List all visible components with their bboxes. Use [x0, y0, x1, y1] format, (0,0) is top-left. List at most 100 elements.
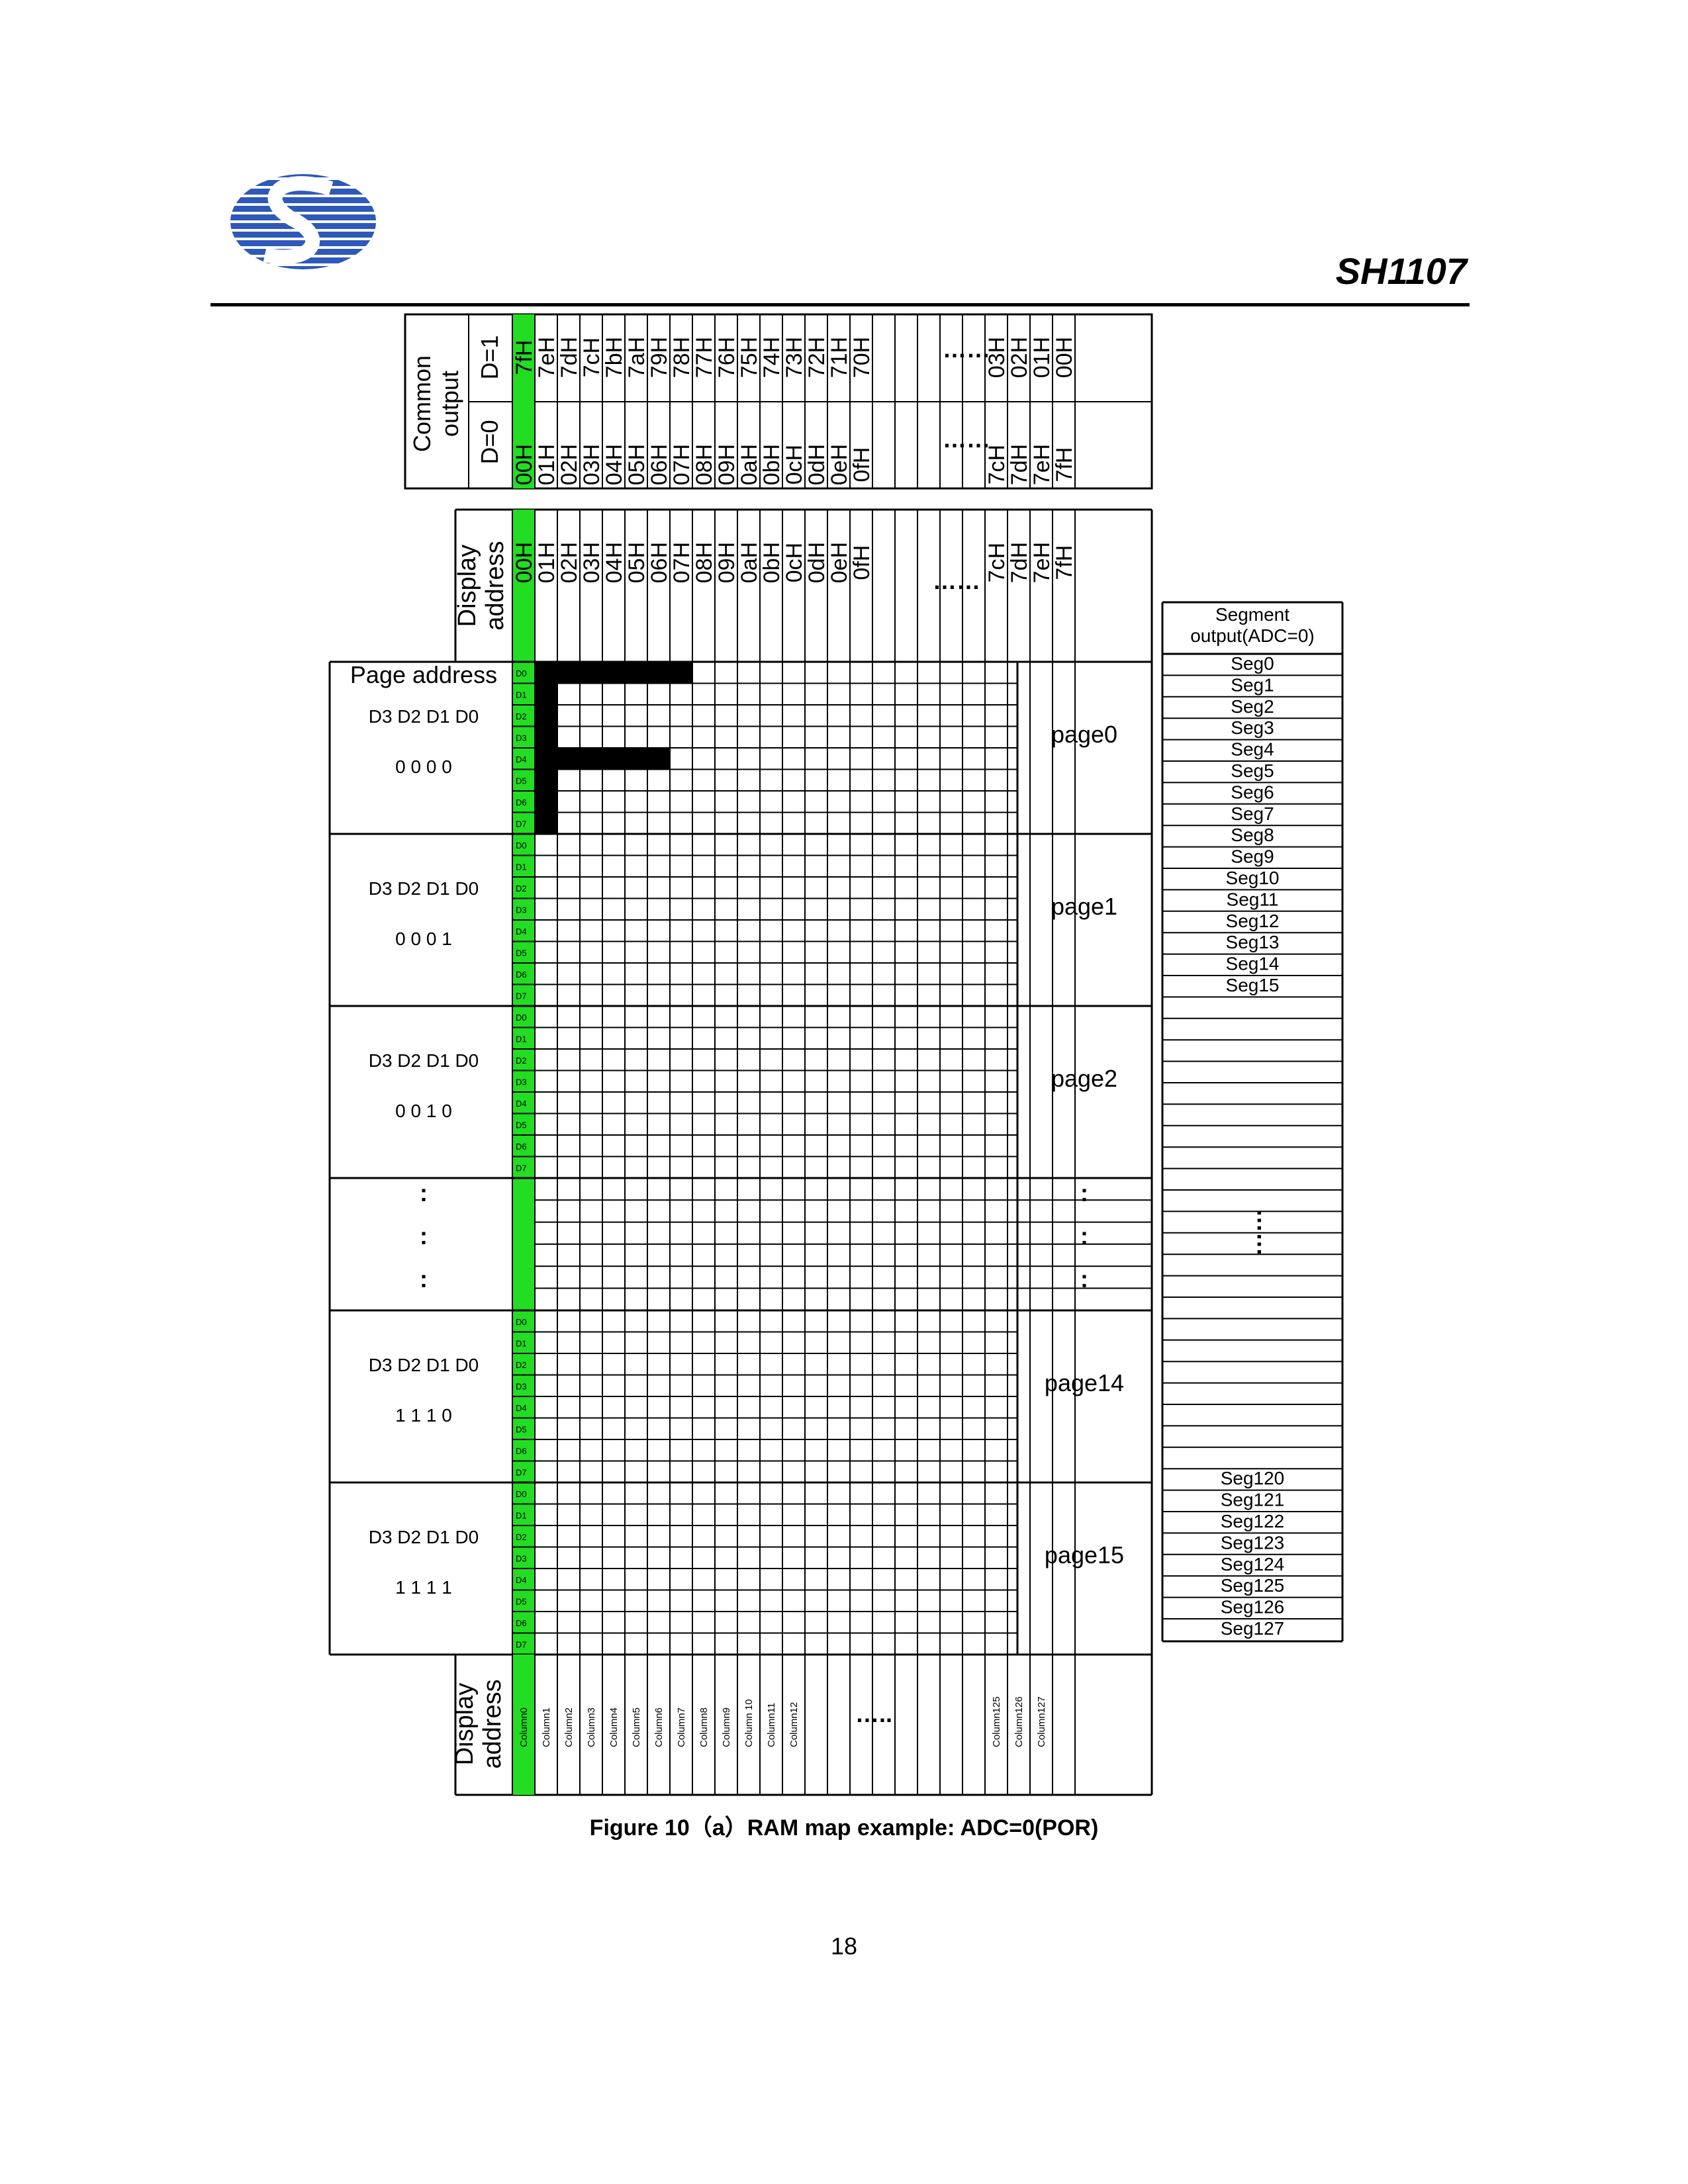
- display-address-label-line1: Display: [453, 545, 481, 627]
- bottom-address-highlight-column: [512, 1655, 535, 1795]
- bottom-address-ellipsis: …..: [855, 1700, 892, 1727]
- segment-label: Seg1: [1231, 674, 1274, 695]
- display-address-label-line2: address: [481, 541, 509, 630]
- page-bits-header: D3 D2 D1 D0: [369, 1050, 479, 1071]
- common-output-d1-value: 00H: [1052, 337, 1077, 378]
- bit-label: D7: [516, 991, 527, 1001]
- bit-label: D1: [516, 690, 527, 700]
- segment-label: Seg120: [1221, 1468, 1285, 1488]
- common-output-d1-value: 02H: [1007, 337, 1032, 378]
- common-output-d0-label: D=0: [476, 420, 503, 464]
- page-bits-value: 0 0 1 0: [395, 1101, 452, 1121]
- common-output-d0-value: 0aH: [737, 444, 762, 485]
- common-output-d0-value: 7eH: [1029, 444, 1055, 485]
- bit-label: D2: [516, 1360, 527, 1370]
- column-label: Column127: [1036, 1696, 1047, 1747]
- common-output-d1-value: 03H: [984, 337, 1009, 378]
- bit-label: D2: [516, 1056, 527, 1066]
- segment-label: Seg126: [1221, 1597, 1285, 1617]
- segment-header-line1: Segment: [1215, 604, 1289, 625]
- bit-label: D6: [516, 1618, 527, 1628]
- bit-label: D0: [516, 1489, 527, 1499]
- segment-label: Seg122: [1221, 1511, 1285, 1531]
- common-output-d0-value: 7cH: [984, 445, 1009, 484]
- column-label: Column3: [586, 1707, 597, 1747]
- bit-label: D3: [516, 905, 527, 915]
- display-address-value: 04H: [602, 542, 627, 583]
- bit-label: D6: [516, 970, 527, 979]
- bit-label: D3: [516, 733, 527, 743]
- bit-label: D5: [516, 1120, 527, 1130]
- display-address-value: 01H: [534, 542, 559, 583]
- common-output-d0-value: 04H: [602, 444, 627, 485]
- common-output-d1-value: 7aH: [624, 337, 649, 378]
- segment-label: Seg121: [1221, 1490, 1285, 1510]
- bit-label: D3: [516, 1077, 527, 1087]
- page-name: page14: [1045, 1369, 1124, 1396]
- common-output-d0-value: 0cH: [782, 445, 807, 484]
- common-output-d1-value: 7cH: [579, 338, 604, 377]
- common-output-d0-value: 0bH: [759, 444, 784, 485]
- display-address-value: 08H: [692, 542, 717, 583]
- segment-label: Seg14: [1226, 954, 1280, 974]
- page-name: page0: [1051, 721, 1117, 748]
- common-output-d0-value: 09H: [714, 444, 739, 485]
- logo-stripe: [225, 238, 384, 240]
- company-logo: [225, 174, 384, 269]
- display-address-value: 0bH: [759, 542, 784, 583]
- column-label: Column8: [698, 1707, 710, 1747]
- segment-label: Seg11: [1227, 889, 1279, 909]
- bit-label: D0: [516, 841, 527, 850]
- bit-label: D5: [516, 776, 527, 786]
- bit-label: D4: [516, 754, 527, 764]
- bit-label: D2: [516, 1532, 527, 1542]
- bit-label: D7: [516, 819, 527, 829]
- segment-ellipsis: ……: [1239, 1208, 1266, 1256]
- segment-label: Seg12: [1226, 911, 1280, 931]
- display-address-value: 0fH: [849, 545, 874, 580]
- bit-label: D4: [516, 1099, 527, 1109]
- display-address-value: 7dH: [1007, 542, 1032, 583]
- bit-label: D6: [516, 1446, 527, 1456]
- common-output-d1-value: 79H: [647, 337, 672, 378]
- page-bits-header: D3 D2 D1 D0: [369, 878, 479, 899]
- segment-label: Seg125: [1221, 1575, 1285, 1596]
- bit-label: D7: [516, 1640, 527, 1650]
- bit-label: D1: [516, 1511, 527, 1521]
- page-bits-header: D3 D2 D1 D0: [369, 1355, 479, 1375]
- common-output-d0-value: 03H: [579, 444, 604, 485]
- segment-label: Seg7: [1231, 803, 1274, 824]
- logo-stripe: [225, 263, 384, 266]
- column-label: Column5: [631, 1707, 642, 1747]
- column-label: Column4: [608, 1707, 620, 1747]
- display-address-value: 03H: [579, 542, 604, 583]
- bit-label: D0: [516, 1013, 527, 1023]
- page-name: page2: [1051, 1065, 1117, 1092]
- common-output-label-line1: Common: [408, 355, 436, 452]
- segment-label: Seg9: [1231, 846, 1274, 867]
- bit-label: D6: [516, 1142, 527, 1152]
- common-output-d1-value: 73H: [782, 337, 807, 378]
- common-output-d0-value: 0fH: [849, 447, 874, 482]
- column-label: Column126: [1013, 1696, 1025, 1747]
- common-output-d1-value: 70H: [849, 337, 874, 378]
- bit-label: D0: [516, 1317, 527, 1327]
- display-address-value: 0dH: [804, 542, 829, 583]
- display-address-value: 0cH: [782, 543, 807, 582]
- page-address-ellipsis-dot: :: [420, 1265, 428, 1293]
- page-bits-value: 0 0 0 1: [395, 929, 452, 949]
- common-output-d0-value: 01H: [534, 444, 559, 485]
- bottom-address-label-line1: Display: [451, 1683, 479, 1766]
- chip-title: SH1107: [1335, 250, 1467, 292]
- pixel-f-middle-bar: [535, 748, 670, 770]
- common-output-d1-value: 76H: [714, 337, 739, 378]
- segment-label: Seg13: [1226, 932, 1280, 952]
- bit-label: D1: [516, 1034, 527, 1044]
- bit-label: D2: [516, 884, 527, 893]
- page-bits-header: D3 D2 D1 D0: [369, 706, 479, 727]
- common-output-d1-value: 77H: [692, 337, 717, 378]
- common-output-d1-value: 74H: [759, 337, 784, 378]
- segment-label: Seg3: [1231, 717, 1274, 738]
- common-output-d1-value: 7bH: [602, 337, 627, 378]
